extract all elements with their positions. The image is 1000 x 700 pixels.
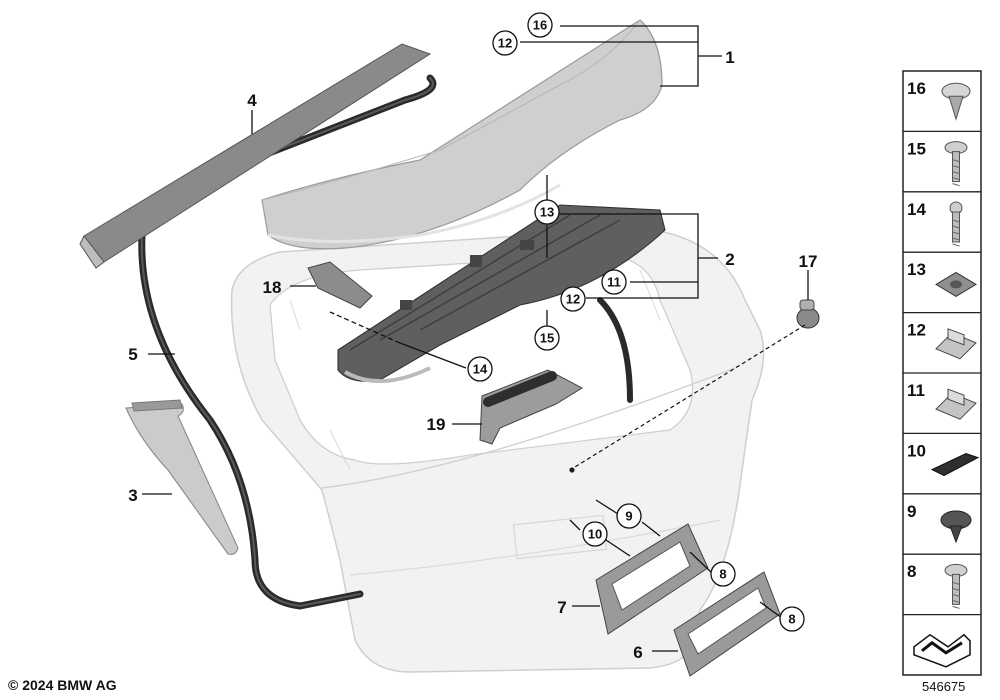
legend-cell: 12 bbox=[907, 321, 977, 360]
legend-number: 15 bbox=[907, 139, 926, 158]
callout-circled-8: 8 bbox=[779, 606, 805, 632]
callout-7: 7 bbox=[557, 598, 566, 617]
callout-circled-9: 9 bbox=[616, 503, 642, 529]
callout-circled-14: 14 bbox=[467, 356, 493, 382]
callout-label: 12 bbox=[498, 36, 512, 51]
callout-circled-12: 12 bbox=[492, 30, 518, 56]
parts-legend: 16 15 14 13 12 11 10 9 8 bbox=[902, 70, 982, 676]
legend-number: 12 bbox=[907, 321, 926, 340]
callout-4: 4 bbox=[247, 91, 257, 110]
spoiler-carrier bbox=[337, 204, 666, 383]
callout-circled-12: 12 bbox=[560, 286, 586, 312]
callout-label: 11 bbox=[607, 275, 621, 290]
callout-label: 12 bbox=[566, 292, 580, 307]
callout-label: 5 bbox=[128, 345, 137, 364]
callout-label: 9 bbox=[625, 509, 632, 524]
callout-17: 17 bbox=[799, 252, 818, 271]
license-frame-upper bbox=[595, 523, 709, 635]
legend-cell: 16 bbox=[907, 79, 971, 121]
legend-cell bbox=[913, 633, 971, 668]
legend-cell: 11 bbox=[907, 381, 977, 420]
tailgate-handle bbox=[479, 369, 584, 445]
callout-circled-13: 13 bbox=[534, 199, 560, 225]
callout-label: 8 bbox=[719, 567, 726, 582]
callout-label: 13 bbox=[540, 205, 554, 220]
spring-nut-icon bbox=[935, 388, 977, 420]
c-pillar-trim bbox=[125, 399, 239, 555]
callout-label: 16 bbox=[533, 18, 547, 33]
callout-label: 10 bbox=[588, 527, 602, 542]
legend-number: 14 bbox=[907, 200, 926, 219]
callout-label: 19 bbox=[427, 415, 446, 434]
callout-circled-10: 10 bbox=[582, 521, 608, 547]
callout-label: 18 bbox=[263, 278, 282, 297]
license-frame-lower bbox=[673, 571, 781, 677]
callout-1: 1 bbox=[725, 48, 734, 67]
legend-number: 9 bbox=[907, 502, 916, 521]
callout-label: 2 bbox=[725, 250, 734, 269]
legend-number: 8 bbox=[907, 562, 916, 581]
expanding-rivet-icon bbox=[941, 82, 971, 121]
callout-label: 8 bbox=[788, 612, 795, 627]
callout-label: 14 bbox=[473, 362, 488, 377]
callout-19: 19 bbox=[427, 415, 446, 434]
callout-label: 15 bbox=[540, 331, 554, 346]
callout-18: 18 bbox=[263, 278, 282, 297]
rear-spoiler bbox=[261, 19, 663, 250]
foam-pad-icon bbox=[930, 453, 980, 477]
callout-circled-8: 8 bbox=[710, 561, 736, 587]
legend-cell: 9 bbox=[907, 502, 972, 544]
callout-5: 5 bbox=[128, 345, 137, 364]
plastic-rivet-icon bbox=[940, 510, 972, 544]
clip-nut-icon bbox=[935, 328, 977, 360]
legend-cell: 15 bbox=[907, 139, 968, 187]
callout-label: 7 bbox=[557, 598, 566, 617]
callout-3: 3 bbox=[128, 486, 137, 505]
flange-screw-icon bbox=[944, 141, 968, 187]
lock-actuator bbox=[796, 299, 820, 329]
callout-label: 17 bbox=[799, 252, 818, 271]
callout-circled-11: 11 bbox=[601, 269, 627, 295]
callout-2: 2 bbox=[725, 250, 734, 269]
torx-screw-icon bbox=[944, 563, 968, 609]
callout-label: 6 bbox=[633, 643, 642, 662]
legend-cell: 10 bbox=[907, 441, 980, 477]
legend-number: 11 bbox=[907, 381, 925, 400]
legend-number: 10 bbox=[907, 441, 926, 460]
legend-cell: 14 bbox=[907, 200, 963, 247]
legend-number: 16 bbox=[907, 79, 926, 98]
callout-label: 1 bbox=[725, 48, 734, 67]
hex-bolt-icon bbox=[949, 201, 963, 247]
diagram-id: 546675 bbox=[922, 679, 966, 694]
legend-number: 13 bbox=[907, 260, 926, 279]
callout-label: 3 bbox=[128, 486, 137, 505]
roof-trim-strip bbox=[79, 43, 432, 269]
leader-lines bbox=[142, 25, 809, 652]
callout-6: 6 bbox=[633, 643, 642, 662]
legend-cell: 13 bbox=[907, 260, 977, 297]
callout-circled-15: 15 bbox=[534, 325, 560, 351]
callout-label: 4 bbox=[247, 91, 257, 110]
callout-circled-16: 16 bbox=[527, 12, 553, 38]
square-nut-icon bbox=[935, 271, 977, 297]
spoiler-bracket bbox=[307, 261, 373, 309]
legend-cell: 8 bbox=[907, 562, 968, 609]
gasket-symbol-icon bbox=[913, 633, 971, 668]
copyright-text: © 2024 BMW AG bbox=[8, 677, 117, 693]
